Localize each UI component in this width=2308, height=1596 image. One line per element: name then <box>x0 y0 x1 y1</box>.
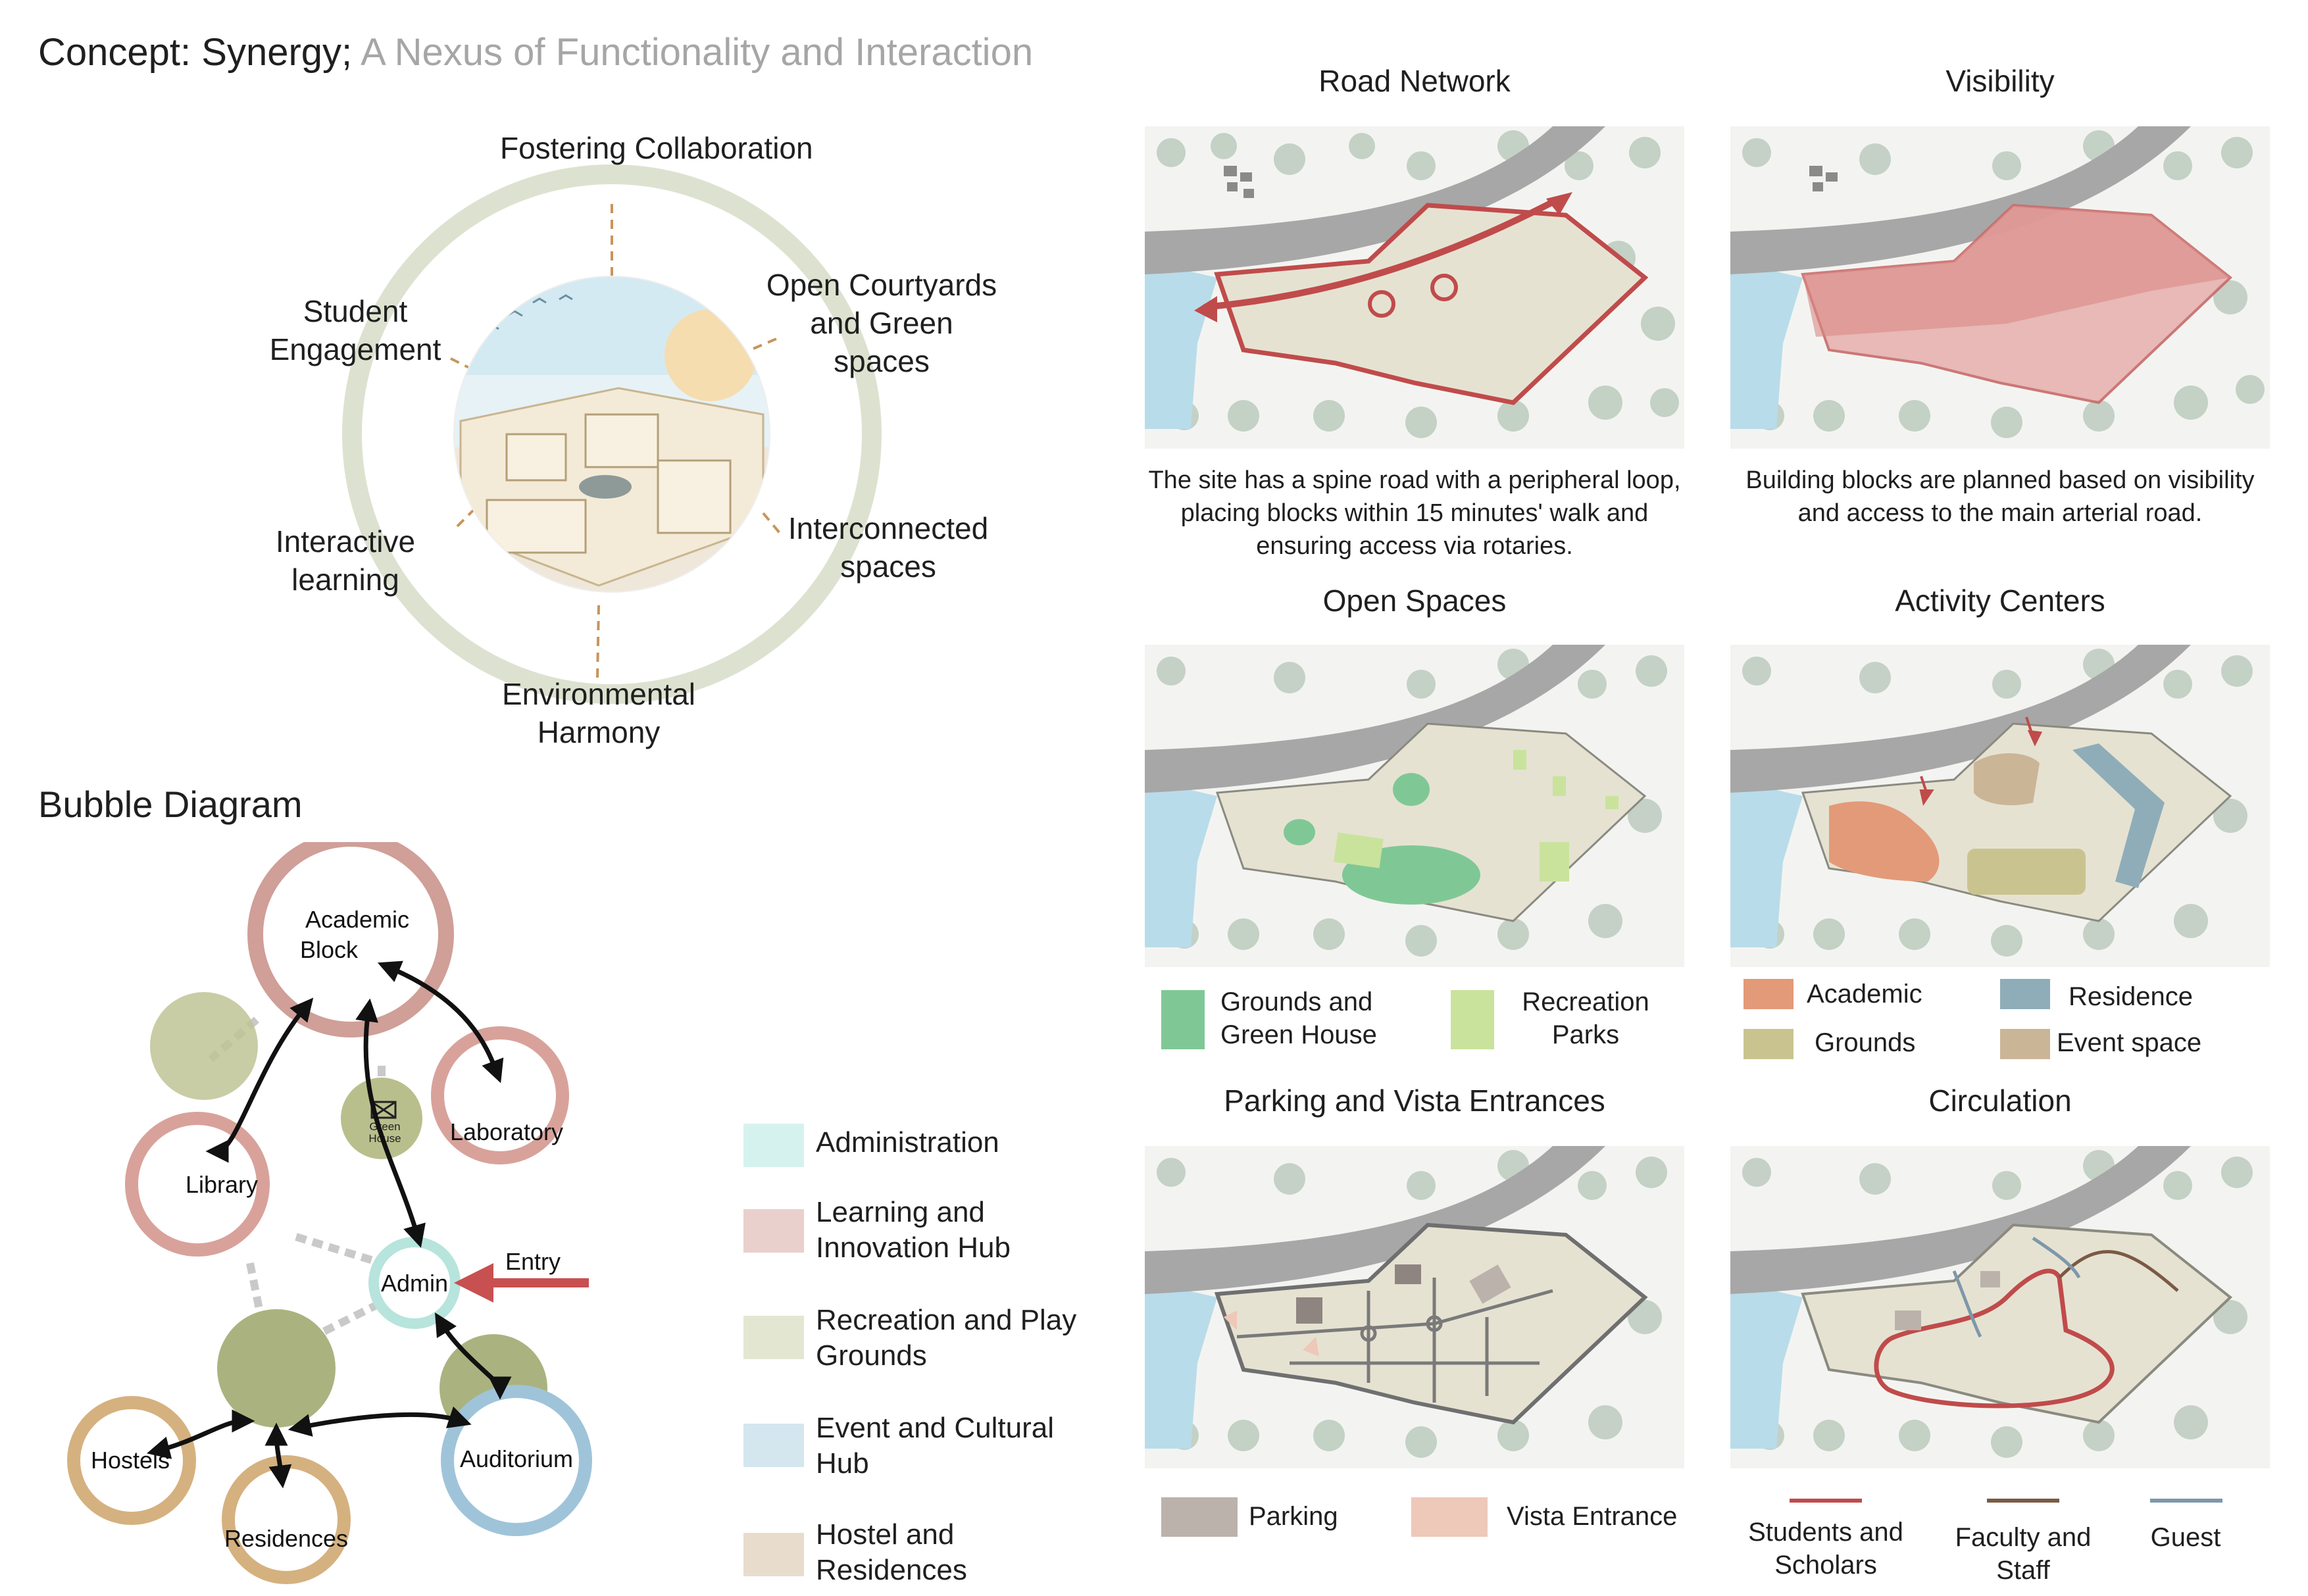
panel-title-activity-centers: Activity Centers <box>1895 584 2105 618</box>
legend-label-event-space: Event space <box>2057 1028 2202 1057</box>
legend-label-academic: Academic <box>1807 980 1922 1009</box>
bubble-label-entry: Entry <box>505 1248 561 1275</box>
caption-visibility: Building blocks are planned based on vis… <box>1745 466 2255 527</box>
bubble-label-academic-1: Academic <box>305 906 409 933</box>
bubble-diagram-title: Bubble Diagram <box>38 784 303 825</box>
map-open-spaces <box>1145 645 1684 967</box>
legend-label-recreation: Recreation and Play Grounds <box>816 1304 1077 1372</box>
title-subtitle: A Nexus of Functionality and Interaction <box>361 31 1034 74</box>
bubble-residences <box>222 1455 351 1584</box>
legend-swatch-students <box>1790 1499 1862 1503</box>
campus-illustration <box>454 276 770 592</box>
bubble-greenhouse-label-1: Green <box>369 1120 400 1133</box>
legend-label-hostel: Hostel and Residences <box>816 1518 967 1586</box>
legend-label-residence: Residence <box>2069 982 2194 1011</box>
title-main: Concept: Synergy; <box>38 31 353 74</box>
legend-swatch-vista-entrance <box>1411 1497 1488 1537</box>
road-arrow-east-icon <box>1546 192 1572 215</box>
bubble-auditorium <box>441 1385 592 1536</box>
legend-swatch-recreation <box>743 1316 804 1359</box>
entry-arrow-icon <box>454 1263 493 1303</box>
concept-diagram <box>342 164 882 704</box>
legend-label-students: Students and Scholars <box>1748 1518 1903 1580</box>
legend-label-vista-entrance: Vista Entrance <box>1507 1502 1678 1531</box>
legend-label-guest: Guest <box>2150 1523 2221 1552</box>
panel-title-visibility: Visibility <box>1945 64 2055 98</box>
legend-swatch-academic <box>1744 979 1794 1009</box>
legend-label-administration: Administration <box>816 1126 999 1159</box>
concept-label-interactive: Interactive learning <box>275 524 416 597</box>
legend-swatch-grounds-greenhouse <box>1161 990 1205 1049</box>
panel-title-circulation: Circulation <box>1928 1084 2072 1118</box>
legend-label-grounds-greenhouse: Grounds and Green House <box>1220 987 1377 1049</box>
concept-ring <box>342 164 882 704</box>
bubble-label-laboratory: Laboratory <box>450 1118 563 1145</box>
concept-label-environmental: Environmental Harmony <box>501 677 696 749</box>
concept-label-collaboration: Fostering Collaboration <box>500 131 813 165</box>
legend-swatch-learning <box>743 1209 804 1253</box>
legend-label-faculty: Faculty and Staff <box>1955 1523 2092 1585</box>
concept-label-open-courtyards: Open Courtyards and Green spaces <box>766 268 997 378</box>
legend-swatch-faculty <box>1987 1499 2059 1503</box>
legend-swatch-grounds <box>1744 1029 1794 1059</box>
legend-label-recreation-parks: Recreation Parks <box>1522 987 1649 1049</box>
legend-label-learning: Learning and Innovation Hub <box>816 1196 1011 1264</box>
panel-title-road-network: Road Network <box>1318 64 1511 98</box>
caption-road-network: The site has a spine road with a periphe… <box>1148 466 1681 560</box>
bubble-label-admin: Admin <box>381 1270 448 1297</box>
legend-swatch-guest <box>2150 1499 2222 1503</box>
page-title: Concept: Synergy; A Nexus of Functionali… <box>38 30 1033 74</box>
map-visibility <box>1730 126 2270 449</box>
bubble-label-residences: Residences <box>224 1525 348 1552</box>
concept-label-engagement: Student Engagement <box>269 294 441 366</box>
map-activity-centers <box>1730 645 2270 967</box>
bubble-label-academic-2: Block <box>300 936 359 963</box>
panel-title-parking: Parking and Vista Entrances <box>1224 1084 1605 1118</box>
bubble-label-auditorium: Auditorium <box>460 1445 573 1472</box>
map-circulation <box>1730 1146 2270 1468</box>
legend-label-event: Event and Cultural Hub <box>816 1412 1054 1480</box>
bubble-label-library: Library <box>186 1171 258 1198</box>
legend-swatch-recreation-parks <box>1451 990 1494 1049</box>
road-arrow-west-icon <box>1194 296 1217 322</box>
map-parking <box>1145 1146 1684 1468</box>
legend-swatch-hostel <box>743 1533 804 1576</box>
legend-swatch-event <box>743 1424 804 1467</box>
bubble-label-hostels: Hostels <box>91 1447 170 1474</box>
map-road-network <box>1145 126 1684 449</box>
concept-label-interconnected: Interconnected spaces <box>788 511 989 584</box>
bubble-diagram: Green House Academic Block Laboratory Li… <box>67 842 592 1584</box>
legend-label-parking: Parking <box>1249 1502 1338 1531</box>
legend-swatch-residence <box>2000 979 2050 1009</box>
panel-title-open-spaces: Open Spaces <box>1322 584 1507 618</box>
legend-swatch-event-space <box>2000 1029 2050 1059</box>
legend-swatch-administration <box>743 1124 804 1167</box>
legend-label-grounds: Grounds <box>1815 1028 1916 1057</box>
legend-swatch-parking <box>1161 1497 1238 1537</box>
